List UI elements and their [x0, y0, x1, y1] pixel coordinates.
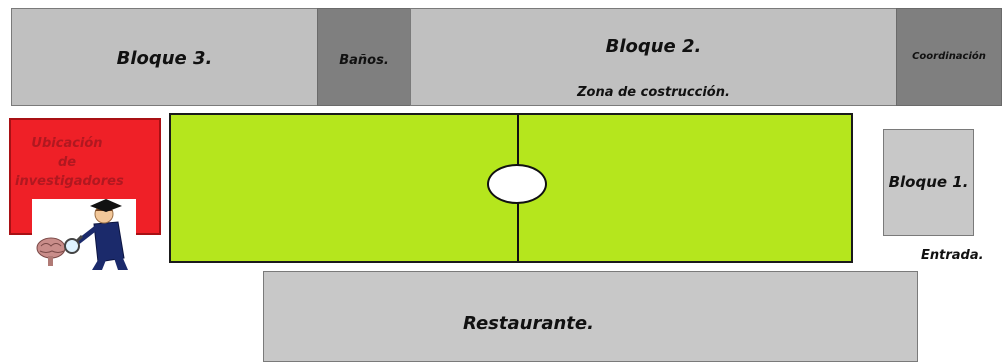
banos: Baños. — [317, 8, 411, 106]
banos-label: Baños. — [339, 53, 389, 68]
brain-icon — [36, 237, 66, 266]
center-circle-icon — [487, 164, 547, 204]
soccer-field — [169, 113, 853, 263]
bloque-3-label: Bloque 3. — [116, 48, 213, 69]
investigadores-line1: Ubicación — [31, 136, 103, 151]
bloque-1-label: Bloque 1. — [888, 173, 969, 191]
bloque-2: Bloque 2. Zona de costrucción. — [410, 8, 897, 106]
restaurante-label: Restaurante. — [463, 313, 594, 334]
bloque-1: Bloque 1. — [883, 129, 974, 236]
researcher-with-magnifier-icon — [36, 199, 128, 270]
bloque-2-sublabel: Zona de costrucción. — [577, 85, 730, 100]
coordinacion-label: Coordinación — [912, 51, 986, 62]
bloque-2-label: Bloque 2. — [605, 36, 702, 57]
investigadores-line2: de — [57, 155, 77, 170]
coordinacion: Coordinación — [896, 8, 1002, 106]
restaurante: Restaurante. — [263, 271, 918, 362]
investigadores-line3: investigadores — [15, 174, 124, 189]
entrada-label: Entrada. — [921, 248, 984, 263]
bloque-3: Bloque 3. — [11, 8, 318, 106]
